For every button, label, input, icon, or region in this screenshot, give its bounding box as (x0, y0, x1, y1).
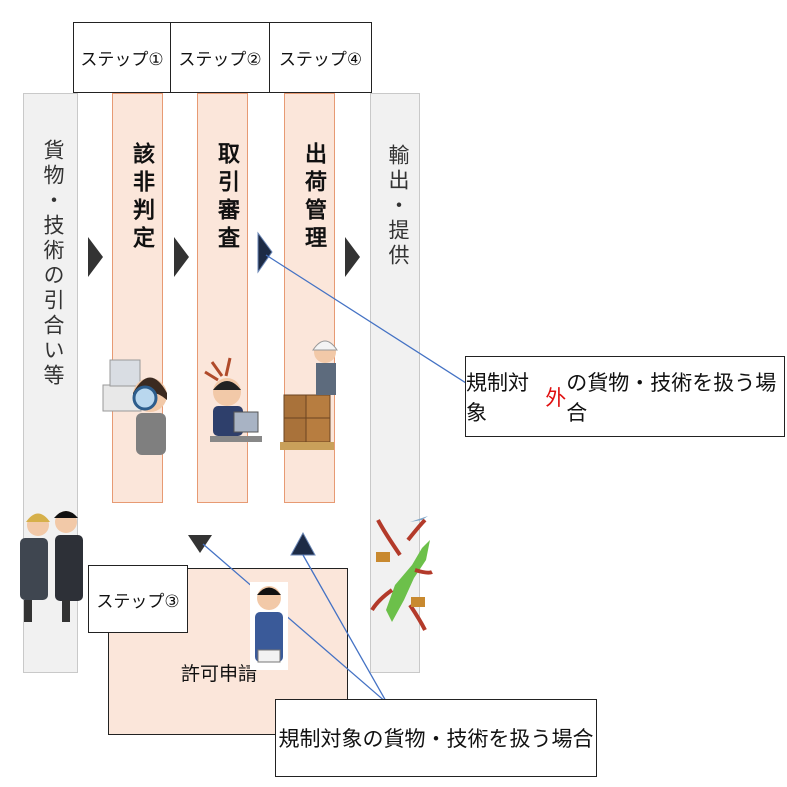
flow-arrow-1 (88, 237, 103, 277)
applicant-illustration (250, 582, 288, 670)
non-regulated-text-1: 規制対象 (466, 370, 529, 425)
license-application-text: 許可申請 (181, 663, 258, 685)
shipping-control-text: 出荷管理 (301, 142, 326, 254)
inspector-illustration (102, 359, 167, 455)
flow-arrow-2 (174, 237, 189, 277)
step2-text: ステップ② (178, 50, 262, 70)
reviewer-illustration (204, 357, 262, 442)
export-map-illustration (370, 516, 433, 631)
non-regulated-highlight: 外 (545, 385, 567, 410)
meeting-people-illustration (20, 511, 83, 622)
transaction-review-text: 取引審査 (214, 142, 239, 254)
down-to-permit-arrow (188, 535, 212, 553)
step4-text: ステップ④ (278, 50, 363, 70)
flow-arrow-4 (345, 237, 360, 277)
shipping-illustration (280, 340, 338, 450)
inquiry-text: 貨物・技術の引合い等 (41, 139, 65, 389)
step3-text: ステップ③ (96, 591, 180, 612)
connector-regulated-up (302, 554, 388, 704)
step4-label: ステップ④ (269, 22, 372, 93)
step1-label: ステップ① (73, 22, 171, 93)
step3-label: ステップ③ (88, 565, 188, 633)
connector-non-regulated (265, 254, 467, 384)
classification-text: 該非判定 (129, 142, 154, 254)
up-from-permit-arrow (290, 531, 316, 556)
non-regulated-callout: 規制対象外の貨物・技術を扱う場合 (465, 356, 785, 437)
step1-text: ステップ① (80, 50, 164, 70)
export-text: 輸出・提供 (386, 144, 410, 269)
regulated-callout: 規制対象の貨物・技術を扱う場合 (275, 699, 597, 777)
non-regulated-text-2: の貨物・技術を扱う場合 (566, 370, 777, 425)
flow-arrow-3 (257, 231, 273, 274)
step2-label: ステップ② (170, 22, 270, 93)
regulated-text: 規制対象の貨物・技術を扱う場合 (278, 727, 594, 751)
connector-regulated-down (202, 543, 388, 704)
